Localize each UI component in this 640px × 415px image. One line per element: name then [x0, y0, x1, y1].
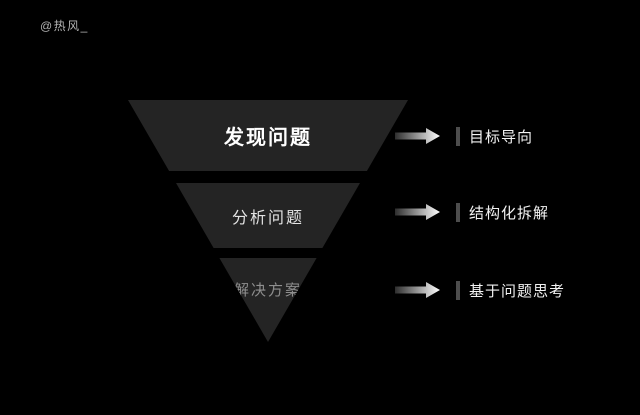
- funnel-level-2-label: 分析问题: [231, 209, 304, 227]
- right-arrow-icon: [395, 282, 440, 298]
- funnel-level-3: 解决方案: [219, 258, 317, 342]
- funnel-level-3-label: 解决方案: [233, 282, 302, 299]
- funnel-level-2: 分析问题: [176, 183, 360, 248]
- annotation-row-1: 目标导向: [456, 127, 533, 146]
- watermark: @热风_: [40, 19, 89, 33]
- annotation-text-2: 结构化拆解: [469, 205, 550, 222]
- annotation-bar-icon: [456, 203, 460, 222]
- annotation-text-3: 基于问题思考: [469, 283, 566, 300]
- right-arrow-icon: [395, 128, 440, 144]
- annotation-row-2: 结构化拆解: [456, 203, 549, 222]
- funnel-level-1-label: 发现问题: [224, 127, 312, 149]
- annotation-bar-icon: [456, 127, 460, 146]
- annotation-text-1: 目标导向: [469, 129, 534, 146]
- funnel-level-1: 发现问题: [128, 100, 408, 171]
- right-arrow-icon: [395, 204, 440, 220]
- annotation-bar-icon: [456, 281, 460, 300]
- annotation-row-3: 基于问题思考: [456, 281, 565, 300]
